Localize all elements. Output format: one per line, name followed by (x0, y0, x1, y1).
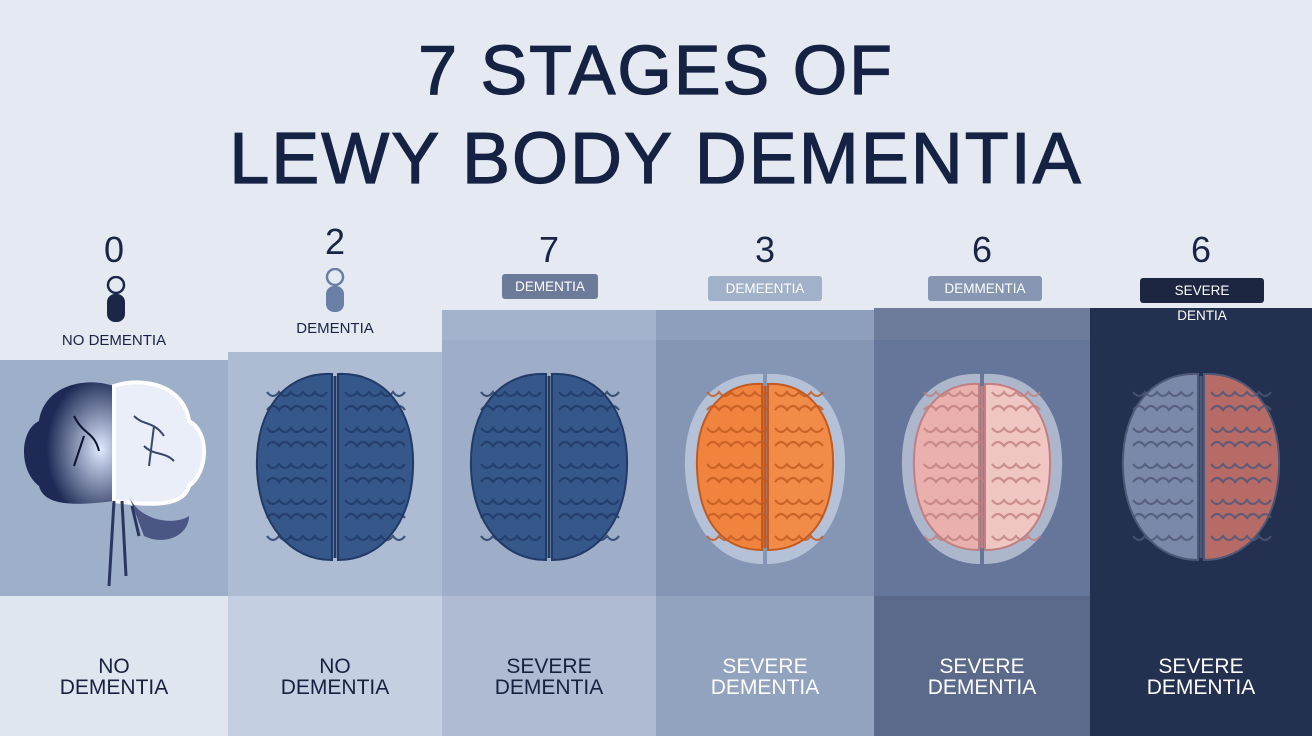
person-icon (106, 276, 126, 322)
stage-label: NO DEMENTIA (61, 332, 167, 349)
brain-icon (1090, 368, 1312, 584)
person-icon (325, 268, 345, 312)
brain-icon (656, 368, 874, 584)
brain-diagram-icon (0, 376, 228, 592)
stage-badge: DEMMENTIA (928, 276, 1042, 301)
stage-label: DEMENTIA (296, 320, 374, 337)
stage-badge: SEVERE DENTIA (1140, 278, 1264, 323)
stage-number: 6 (1190, 229, 1212, 270)
stage-number: 0 (103, 229, 125, 270)
stage-number: 7 (538, 229, 560, 270)
stage-badge: DEMENTIA (502, 274, 598, 299)
stage-number: 2 (324, 221, 346, 262)
brain-icon (874, 368, 1090, 584)
brain-icon (442, 368, 656, 584)
stage-number: 3 (754, 229, 776, 270)
title-line-2: LEWY BODY DEMENTIA (229, 118, 1083, 199)
stage-number: 6 (971, 229, 993, 270)
brain-icon (228, 368, 442, 584)
title-line-1: 7 STAGES OF (417, 30, 894, 109)
stage-badge: DEMEENTIA (708, 276, 822, 301)
